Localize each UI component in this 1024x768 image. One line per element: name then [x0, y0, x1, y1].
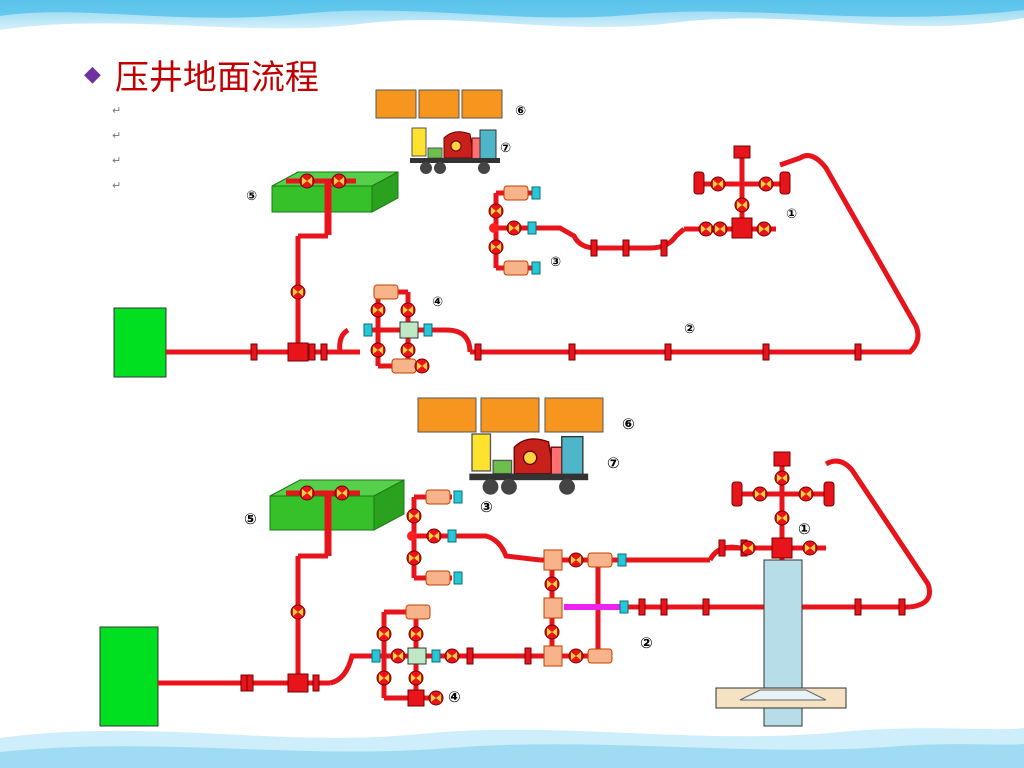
label-wellhead: ①	[798, 520, 811, 538]
paragraph-marks: ↵ ↵ ↵ ↵	[112, 104, 122, 192]
mud-box	[461, 89, 503, 119]
label-wellhead: ①	[786, 207, 797, 222]
label-choke-manifold: ③	[550, 255, 561, 270]
mud-box	[480, 397, 540, 433]
label-pump-truck: ⑦	[607, 454, 620, 472]
pump-truck-icon	[409, 127, 501, 175]
label-kill-manifold: ④	[432, 295, 443, 310]
label-mud-tank: ⑤	[246, 189, 257, 204]
slide-title: ◆ 压井地面流程	[84, 50, 319, 99]
label-choke-manifold: ③	[480, 498, 493, 516]
mud-tank	[271, 185, 373, 213]
mud-box	[375, 89, 417, 119]
top-diagram: ⑥ ⑦ ⑤	[113, 89, 921, 378]
pump-truck-icon	[468, 433, 589, 496]
label-kill-manifold: ④	[448, 688, 461, 706]
mud-box	[418, 89, 460, 119]
separator-tank	[99, 626, 159, 727]
label-mud-tank: ⑤	[244, 510, 257, 528]
label-mud-boxes: ⑥	[515, 104, 526, 119]
label-pipeline: ②	[684, 322, 695, 337]
mud-box	[417, 397, 477, 433]
mud-tank	[269, 495, 375, 531]
diamond-bullet-icon: ◆	[84, 62, 101, 87]
label-pipeline: ②	[640, 634, 653, 652]
label-pump-truck: ⑦	[500, 141, 511, 156]
bottom-diagram: ⑥ ⑦ ⑤	[99, 397, 932, 727]
separator-tank	[113, 307, 167, 378]
label-mud-boxes: ⑥	[622, 415, 635, 433]
mud-box	[544, 397, 604, 433]
slide-title-text: 压井地面流程	[114, 58, 319, 98]
